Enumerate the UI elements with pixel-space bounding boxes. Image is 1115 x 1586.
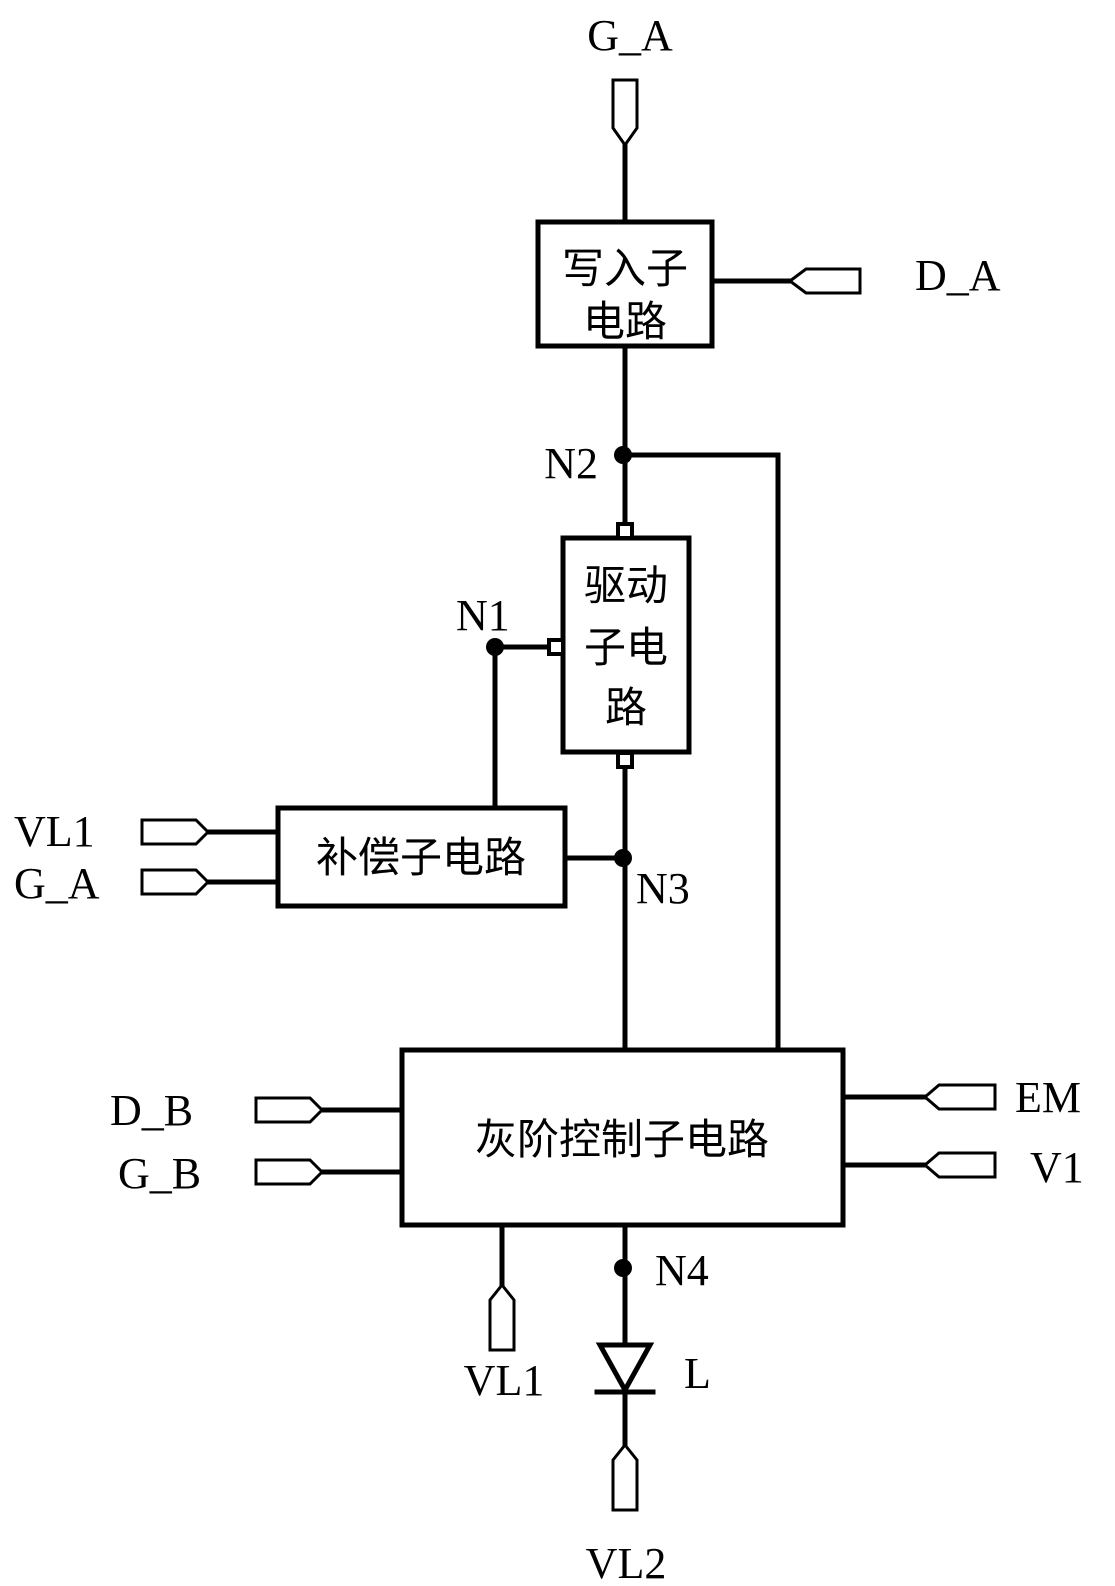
terminal-vl1-left-label: VL1 <box>14 807 95 856</box>
terminal-d-b <box>256 1098 322 1122</box>
terminal-g-a-top-label: G_A <box>587 11 673 60</box>
node-n4-label: N4 <box>655 1246 709 1295</box>
terminal-em-label: EM <box>1015 1073 1081 1122</box>
terminal-vl1-bottom-label: VL1 <box>464 1356 545 1405</box>
led-label: L <box>684 1349 711 1398</box>
led-triangle <box>600 1345 650 1390</box>
terminal-vl2-label: VL2 <box>586 1539 667 1586</box>
terminal-g-a-left <box>142 870 208 894</box>
terminal-g-b <box>256 1160 322 1184</box>
node-n4-dot <box>614 1259 632 1277</box>
led-diode <box>597 1345 653 1392</box>
terminal-d-a-label: D_A <box>915 251 1001 300</box>
terminal-v1 <box>925 1153 995 1177</box>
terminal-v1-label: V1 <box>1030 1143 1084 1192</box>
drive-subcircuit-label-line1: 驱动 <box>584 561 668 610</box>
terminal-vl2 <box>613 1445 637 1510</box>
write-subcircuit-label-line2: 电路 <box>583 297 667 346</box>
terminal-g-a-left-label: G_A <box>14 859 100 908</box>
node-n1-dot <box>486 638 504 656</box>
node-n2-dot <box>614 446 632 464</box>
terminal-d-b-label: D_B <box>110 1086 193 1135</box>
terminal-vl1-left <box>142 820 208 844</box>
write-subcircuit: 写入子 电路 <box>538 222 712 346</box>
drive-pin-top <box>618 524 632 538</box>
terminal-g-a-top <box>613 80 637 145</box>
drive-pin-bottom <box>618 753 632 767</box>
terminal-d-a <box>790 269 860 293</box>
terminal-em <box>925 1085 995 1109</box>
compensation-subcircuit: 补偿子电路 <box>278 808 565 906</box>
gray-scale-control-subcircuit: 灰阶控制子电路 <box>402 1050 843 1225</box>
node-n3-label: N3 <box>636 864 690 913</box>
write-subcircuit-label-line1: 写入子 <box>562 244 688 293</box>
drive-subcircuit-label-line3: 路 <box>605 683 647 732</box>
node-n2-label: N2 <box>544 439 598 488</box>
gray-scale-control-label: 灰阶控制子电路 <box>475 1115 769 1164</box>
terminal-g-b-label: G_B <box>118 1149 201 1198</box>
node-n1-label: N1 <box>456 591 510 640</box>
compensation-subcircuit-label: 补偿子电路 <box>316 833 526 882</box>
terminal-vl1-bottom <box>490 1285 514 1350</box>
drive-subcircuit-label-line2: 子电 <box>584 623 668 672</box>
node-n3-dot <box>614 849 632 867</box>
drive-subcircuit: 驱动 子电 路 <box>549 524 689 767</box>
drive-pin-left <box>549 640 563 654</box>
